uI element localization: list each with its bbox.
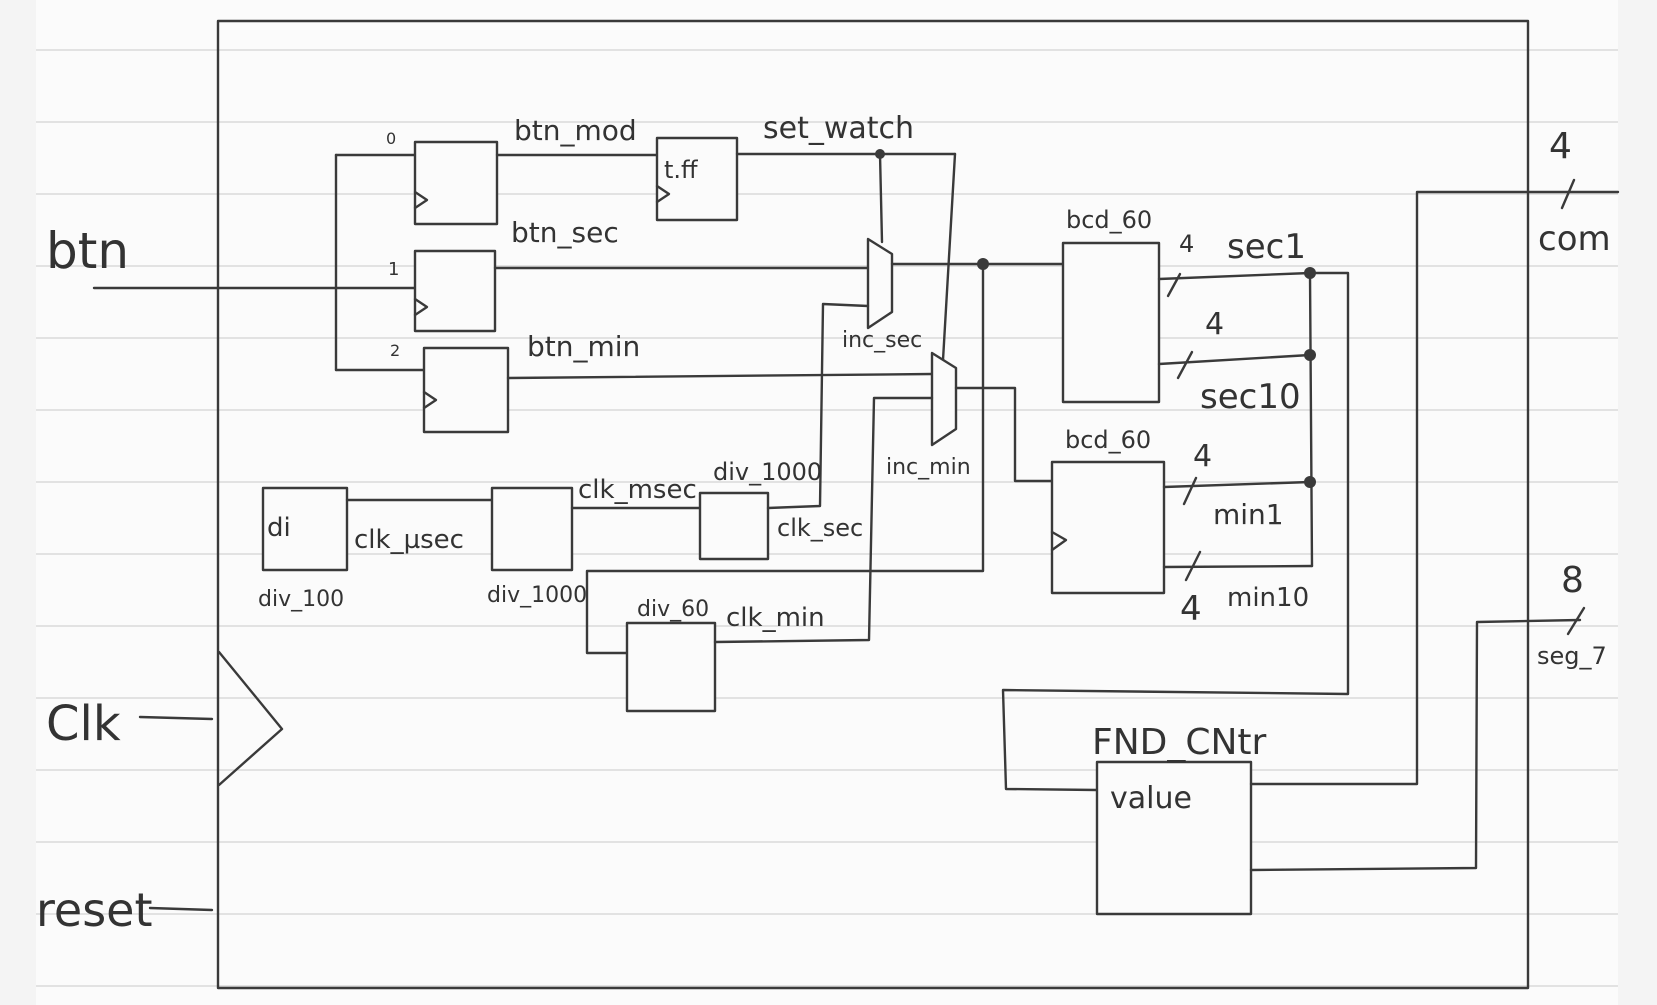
clk-min-wire [713, 396, 934, 644]
inc-sec-mux [866, 237, 894, 330]
min10-width-label: 4 [1180, 589, 1202, 629]
di-label: di [267, 513, 291, 543]
min1-wire [1162, 480, 1312, 489]
value-route [1001, 271, 1350, 792]
div-60-block [625, 621, 717, 713]
bcd60-min-label: bcd_60 [1065, 426, 1151, 454]
btn-index-0-label: 0 [386, 129, 396, 148]
inc-min-out-wire [954, 386, 1054, 483]
min1-label: min1 [1213, 498, 1284, 531]
min10-label: min10 [1227, 583, 1309, 613]
sec10-label: sec10 [1200, 377, 1301, 417]
btn-index-1-label: 1 [388, 259, 399, 280]
clk-min-label: clk_min [726, 603, 825, 633]
min10-wire [1162, 564, 1314, 569]
fnd-cntr-block [1095, 760, 1253, 916]
bus-slash-icon [1184, 550, 1202, 582]
reset-wire [148, 906, 214, 912]
tff-label: t.ff [664, 156, 698, 184]
btn-port-label: btn [46, 222, 129, 280]
bus-slash-icon [1566, 606, 1586, 636]
reset-port-label: reset [36, 883, 153, 937]
inc-min-label: inc_min [886, 455, 971, 480]
value-bus [1308, 271, 1314, 568]
fnd-value-label: value [1110, 781, 1192, 816]
seg-wire [1249, 618, 1582, 872]
sec10-width-label: 4 [1205, 307, 1224, 342]
clk-sec-label: clk_sec [777, 514, 863, 542]
btn-index-2-label: 2 [390, 341, 400, 360]
bcd60-sec-label: bcd_60 [1066, 206, 1152, 234]
junction-dot [1304, 476, 1316, 488]
btn-ff-mod [413, 140, 499, 226]
btn-ff-min [422, 346, 510, 434]
bus-slash-icon [1182, 476, 1198, 506]
btn-ff-sec [413, 249, 497, 333]
btn-sec-label: btn_sec [511, 216, 619, 249]
module-boundary [216, 19, 1530, 990]
com-width-label: 4 [1549, 126, 1572, 167]
bus-slash-icon [1176, 350, 1194, 380]
bcd-60-sec-block [1061, 241, 1161, 404]
clk-msec-label: clk_msec [578, 475, 697, 505]
fnd-cntr-label: FND_CNtr [1092, 722, 1267, 763]
div-1000-b-block [698, 491, 770, 561]
inc-sec-label: inc_sec [842, 328, 922, 353]
com-port-label: com [1538, 219, 1611, 259]
set-watch-label: set_watch [763, 111, 914, 146]
div-60-label: div_60 [637, 597, 709, 622]
clk-usec-label: clk_µsec [354, 525, 464, 555]
clk-wire [138, 715, 214, 721]
min1-width-label: 4 [1193, 439, 1212, 474]
tff-block [655, 136, 739, 222]
sec1-width-label: 4 [1179, 230, 1194, 258]
seg-port-label: seg_7 [1537, 642, 1607, 670]
junction-dot [1304, 349, 1316, 361]
seg-width-label: 8 [1561, 560, 1584, 601]
div-100-label: div_100 [258, 587, 344, 612]
btn-mod-label: btn_mod [514, 114, 637, 147]
sec10-wire [1157, 353, 1312, 366]
div-1000-b-label: div_1000 [713, 458, 822, 486]
clk-sec-wire [766, 302, 870, 510]
div-100-block [261, 486, 349, 572]
sec-carry-to-div60 [585, 262, 985, 655]
clock-mark-icon [413, 190, 429, 210]
clk-port-label: Clk [46, 696, 121, 752]
div-1000-a-block [490, 486, 574, 572]
btn-min-label: btn_min [527, 330, 640, 363]
clock-mark-icon [1050, 530, 1068, 552]
inc-min-mux [930, 351, 958, 447]
bus-slash-icon [1560, 178, 1576, 210]
set-watch-to-inc-sec [878, 152, 884, 244]
sec1-wire [1157, 271, 1312, 281]
set-watch-to-inc-min [941, 152, 957, 362]
clock-mark-icon [422, 390, 438, 410]
bcd-60-min-block [1050, 460, 1166, 595]
bus-slash-icon [1166, 272, 1182, 298]
sec1-label: sec1 [1227, 227, 1306, 267]
clock-mark-icon [655, 184, 671, 204]
div-1000-a-label: div_1000 [487, 583, 587, 608]
com-wire [1249, 190, 1620, 786]
btn-min-wire [506, 372, 934, 380]
clock-triangle [217, 650, 284, 787]
clock-mark-icon [413, 297, 429, 317]
